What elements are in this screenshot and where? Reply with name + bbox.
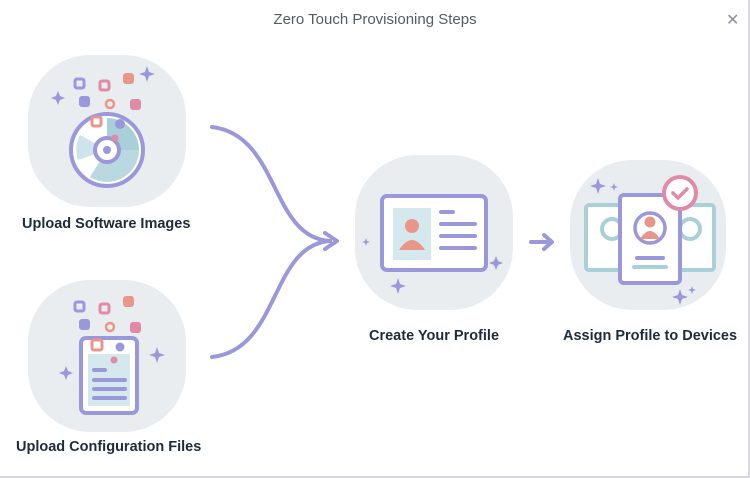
- step-create-profile-label: Create Your Profile: [369, 328, 500, 344]
- step-assign-profile-label: Assign Profile to Devices: [563, 328, 738, 344]
- step-upload-software-label: Upload Software Images: [22, 216, 191, 232]
- arrow-to-assign: [529, 233, 554, 251]
- connector-top: [210, 125, 332, 243]
- assign-profile-icon: [570, 160, 726, 310]
- profile-card-icon: [355, 155, 513, 310]
- dialog-title: Zero Touch Provisioning Steps: [273, 11, 477, 28]
- flow-arrows: [210, 125, 554, 359]
- config-file-icon: [28, 280, 186, 432]
- step-upload-config-label: Upload Configuration Files: [16, 439, 202, 455]
- connector-bottom: [210, 239, 332, 359]
- software-disc-icon: [28, 55, 186, 207]
- arrowhead-merge: [323, 231, 339, 251]
- close-icon[interactable]: ✕: [726, 12, 740, 29]
